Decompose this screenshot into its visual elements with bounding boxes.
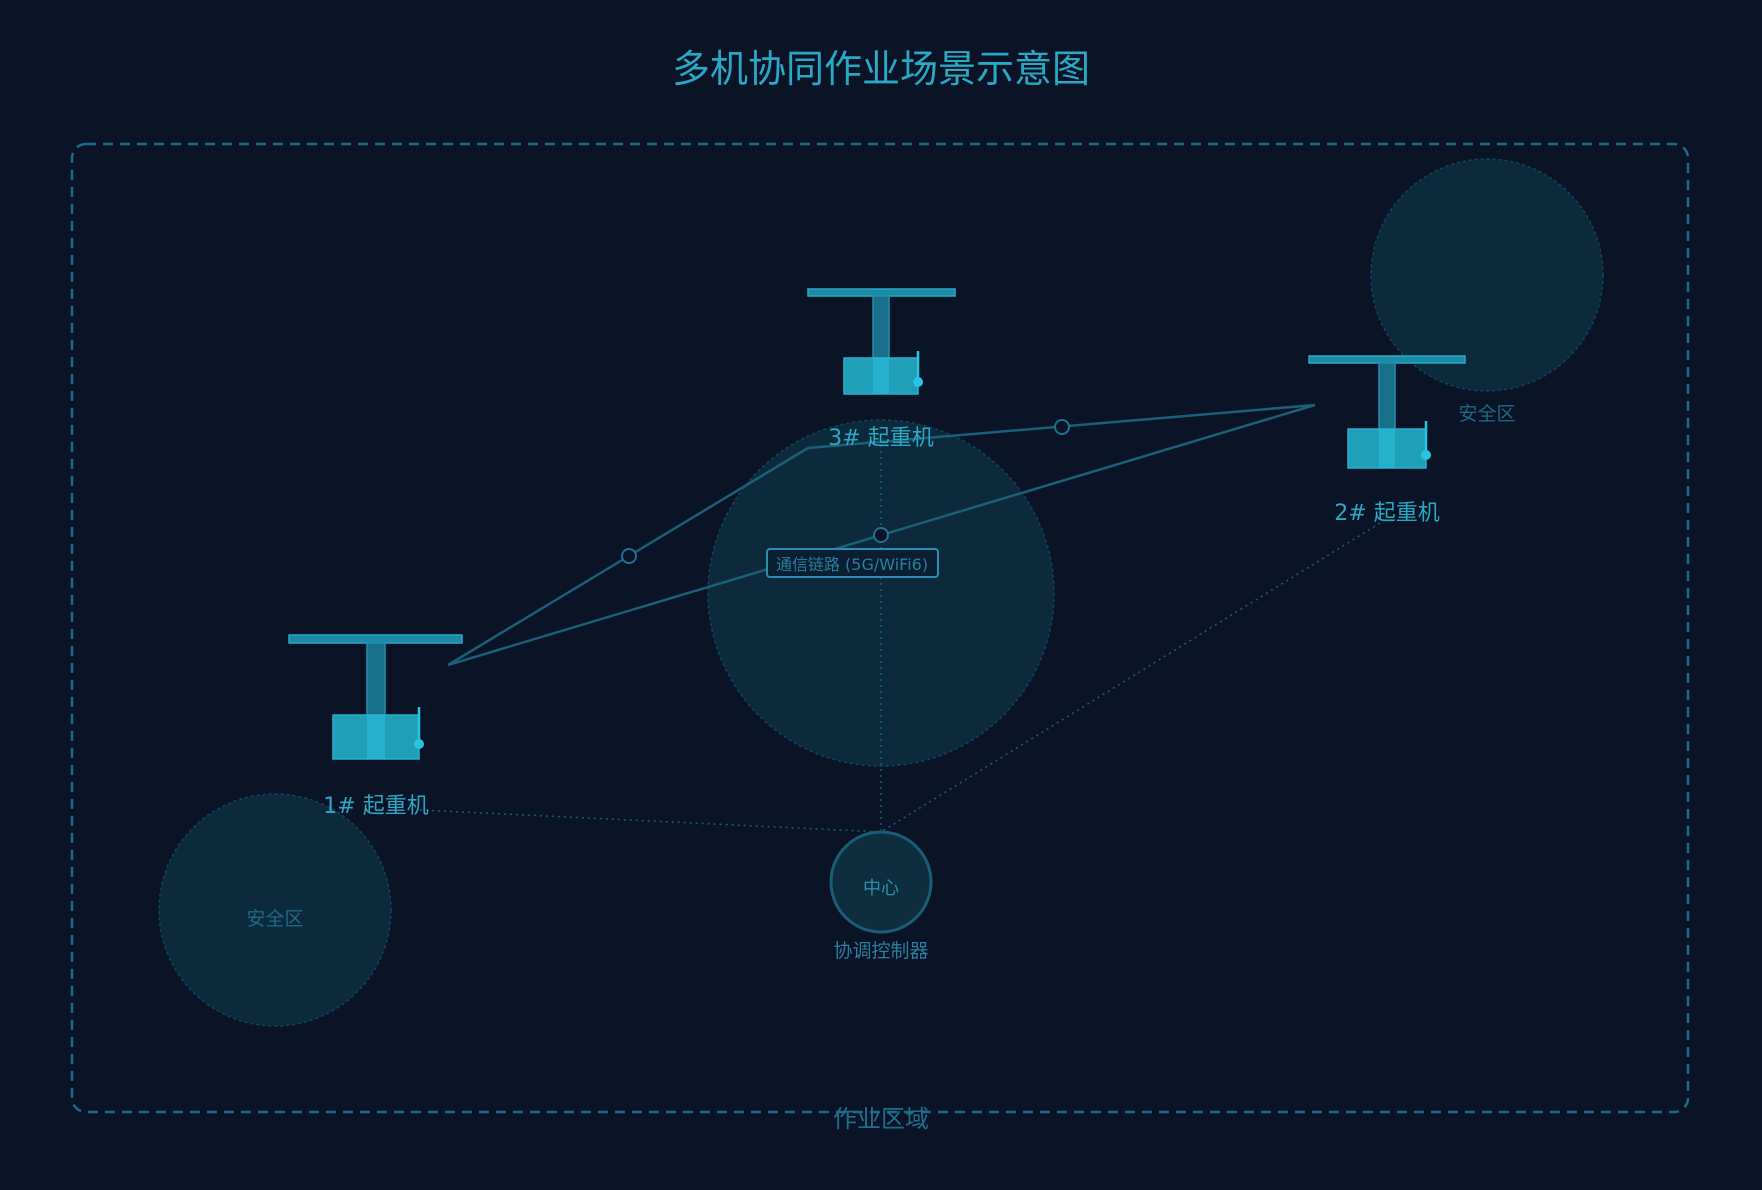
comm-node (621, 548, 637, 564)
comm-node (1054, 419, 1070, 435)
crane-3-label: 3# 起重机 (828, 426, 933, 451)
crane-3-tower (872, 295, 890, 359)
safe-zone-right-circle (1370, 158, 1604, 392)
crane-2-base-highlight (1379, 429, 1395, 468)
crane-3-base-highlight (873, 358, 889, 394)
crane-2[interactable]: 2# 起重机 (1308, 355, 1466, 526)
crane-2-label: 2# 起重机 (1334, 501, 1439, 526)
comm-node (873, 527, 889, 543)
comm-link-label-frame (766, 548, 939, 578)
crane-3-jib (807, 288, 956, 297)
coordination-controller[interactable]: 中心 协调控制器 (829, 830, 933, 962)
comm-link-upper (447, 403, 1316, 667)
crane-2-tower (1378, 362, 1396, 430)
crane-1-label: 1# 起重机 (323, 794, 428, 819)
comm-link-nodes (621, 419, 1070, 564)
crane-1-tower (366, 642, 386, 716)
crane-2-jib (1308, 355, 1466, 364)
safe-zone-left-circle (158, 793, 392, 1027)
control-lines (419, 445, 1386, 833)
comm-link-label-box: 通信链路 (5G/WiFi6) (766, 548, 939, 578)
control-line-crane-2 (880, 519, 1386, 833)
safe-zone-right-label: 安全区 (1458, 403, 1515, 425)
crane-1-jib (288, 634, 463, 644)
crane-3-signal-indicator (913, 377, 923, 387)
safe-zone-left: 安全区 (158, 793, 392, 1027)
comm-link-label: 通信链路 (5G/WiFi6) (776, 555, 928, 574)
controller-circle (829, 830, 933, 934)
safe-zone-left-label: 安全区 (246, 908, 303, 930)
crane-3[interactable]: 3# 起重机 (807, 288, 956, 451)
crane-1-base-highlight (367, 715, 385, 759)
work-area-label: 作业区域 (833, 1105, 929, 1133)
controller-center-label: 中心 (863, 878, 899, 899)
crane-1-signal-indicator (414, 739, 424, 749)
central-coverage-zone (707, 419, 1055, 767)
safe-zone-right: 安全区 (1370, 158, 1604, 425)
crane-1[interactable]: 1# 起重机 (288, 634, 463, 819)
diagram-title: 多机协同作业场景示意图 (672, 47, 1090, 91)
controller-caption: 协调控制器 (833, 940, 928, 962)
crane-2-signal-indicator (1421, 450, 1431, 460)
control-line-crane-1 (419, 809, 882, 833)
work-area-boundary (70, 142, 1690, 1114)
